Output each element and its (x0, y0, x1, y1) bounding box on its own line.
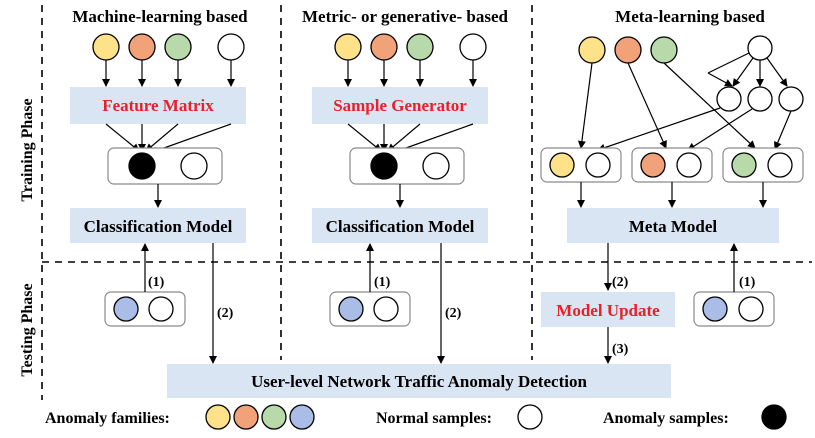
classification-model-box (70, 208, 246, 243)
legend: Anomaly families: Normal samples: Anomal… (45, 404, 787, 430)
ml-column-title: Machine-learning based (72, 7, 248, 26)
normal-sample (180, 152, 208, 180)
anomaly-family-green (731, 152, 757, 178)
normal-sample (459, 33, 487, 61)
normal-sample (767, 152, 793, 178)
anomaly-sample (128, 152, 156, 180)
legend-family-green (261, 404, 287, 430)
model-update-label: Model Update (556, 301, 660, 320)
legend-anomaly-sample (761, 404, 787, 430)
anomaly-family-yellow (549, 152, 575, 178)
anomaly-family-green (164, 33, 192, 61)
classification-model-box (312, 208, 488, 243)
anomaly-sample (370, 152, 398, 180)
legend-family-orange (233, 404, 259, 430)
sample-generator-box (312, 87, 488, 124)
legend-anomaly-families-label: Anomaly families: (45, 410, 170, 427)
legend-anomaly-samples-label: Anomaly samples: (603, 410, 729, 427)
feature-matrix-box (70, 87, 246, 124)
step-2-label: (2) (612, 275, 629, 290)
normal-sample-child (747, 86, 773, 112)
normal-sample (585, 152, 611, 178)
metric-column-title: Metric- or generative- based (302, 7, 509, 26)
test-normal-sample (738, 296, 764, 322)
testing-phase-label: Testing Phase (19, 283, 36, 376)
detection-box (167, 364, 671, 398)
model-update-box (541, 292, 675, 327)
legend-family-yellow (205, 404, 231, 430)
normal-sample (217, 33, 245, 61)
test-anomaly-sample (702, 296, 728, 322)
test-anomaly-sample (113, 296, 139, 322)
metric-column: Sample Generator Classification Model (1… (312, 33, 488, 364)
sample-generator-label: Sample Generator (333, 96, 467, 115)
anomaly-family-orange (128, 33, 156, 61)
legend-normal-samples-label: Normal samples: (376, 410, 492, 427)
anomaly-family-yellow (334, 33, 362, 61)
anomaly-family-orange (370, 33, 398, 61)
test-anomaly-sample (338, 296, 364, 322)
anomaly-family-orange (614, 36, 642, 64)
meta-column-title: Meta-learning based (615, 7, 765, 26)
step-1-label: (1) (374, 275, 391, 290)
test-normal-sample (373, 296, 399, 322)
normal-sample-child (716, 86, 742, 112)
normal-sample-child (778, 86, 804, 112)
anomaly-family-yellow (578, 36, 606, 64)
anomaly-family-green (406, 33, 434, 61)
test-normal-sample (148, 296, 174, 322)
feature-matrix-label: Feature Matrix (102, 96, 214, 115)
step-2-label: (2) (445, 306, 462, 321)
meta-model-label: Meta Model (629, 217, 718, 236)
training-phase-label: Training Phase (19, 98, 36, 201)
anomaly-family-orange (640, 152, 666, 178)
meta-model-box (567, 208, 779, 243)
normal-sample-root (747, 35, 773, 61)
legend-normal-sample (517, 404, 543, 430)
step-3-label: (3) (612, 342, 629, 357)
legend-family-blue (289, 404, 315, 430)
normal-sample (676, 152, 702, 178)
meta-column: Meta Model (2) Model Update (1) (3) (540, 35, 804, 364)
anomaly-family-green (650, 36, 678, 64)
classification-model-label: Classification Model (84, 217, 233, 236)
step-1-label: (1) (739, 275, 756, 290)
step-1-label: (1) (148, 275, 165, 290)
step-2-label: (2) (217, 306, 234, 321)
classification-model-label: Classification Model (326, 217, 475, 236)
normal-sample (422, 152, 450, 180)
detection-label: User-level Network Traffic Anomaly Detec… (251, 372, 587, 391)
ml-column: Feature Matrix Classification Model (1) … (70, 33, 246, 364)
anomaly-family-yellow (92, 33, 120, 61)
